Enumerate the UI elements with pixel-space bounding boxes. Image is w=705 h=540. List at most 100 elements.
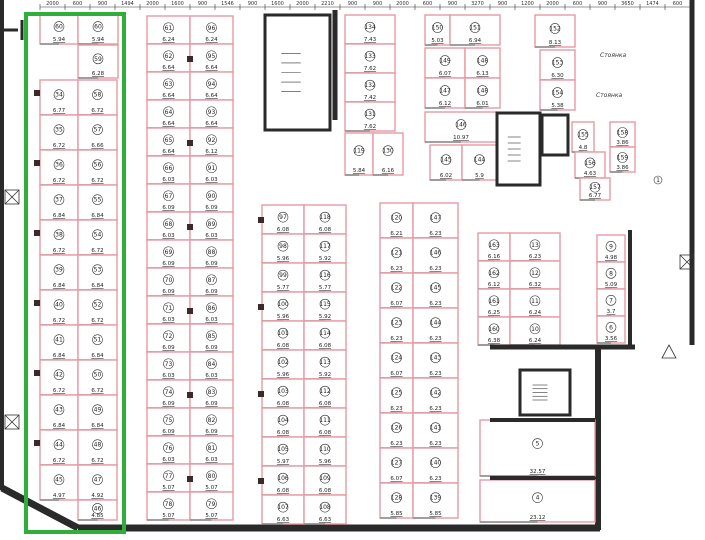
room-number-circle xyxy=(430,387,441,399)
room-outline xyxy=(189,127,234,157)
room-area: 6.72 xyxy=(53,248,65,254)
room-number-circle xyxy=(474,154,485,165)
storage-room: 416.84 xyxy=(39,324,79,361)
room-outline xyxy=(379,377,414,414)
room-number-circle xyxy=(206,330,217,342)
room-area: 5.77 xyxy=(277,285,290,291)
room-outline xyxy=(412,237,459,274)
dimension-label: 900 xyxy=(373,1,383,7)
room-area: 4.97 xyxy=(53,493,66,499)
elevator-symbol xyxy=(679,254,695,270)
room-number: 107 xyxy=(277,504,289,511)
storage-room: 785.07 xyxy=(146,491,191,521)
storage-room: 646.64 xyxy=(146,99,191,129)
column-pillar xyxy=(34,160,40,166)
dimension-label: 1600 xyxy=(171,1,184,7)
dimension-label: 900 xyxy=(98,1,108,7)
storage-room: 406.72 xyxy=(39,289,79,326)
room-number-circle xyxy=(488,295,500,307)
room-number-circle xyxy=(53,89,65,100)
room-area: 6.08 xyxy=(319,430,332,436)
room-area: 6.23 xyxy=(429,476,442,482)
dimension-label: 900 xyxy=(448,1,458,7)
room-area: 6.64 xyxy=(162,121,175,127)
column-pillar xyxy=(187,56,193,62)
room-number-circle xyxy=(277,443,289,455)
room-outline xyxy=(303,262,347,293)
room-number-circle xyxy=(206,78,217,90)
room-number: 111 xyxy=(319,417,331,424)
room-number: 113 xyxy=(319,359,331,366)
room-outline xyxy=(146,379,191,409)
room-number-circle xyxy=(206,190,217,202)
storage-room: 446.72 xyxy=(39,429,79,466)
column-pillar xyxy=(187,392,193,398)
room-area: 5.92 xyxy=(319,256,331,262)
room-area: 7.62 xyxy=(364,66,376,72)
room-area: 6.09 xyxy=(162,401,175,407)
room-area: 6.23 xyxy=(429,406,442,412)
room-area: 6.23 xyxy=(429,266,442,272)
storage-room: 146 6.23 xyxy=(412,237,459,274)
storage-room: 926.12 xyxy=(189,127,234,157)
room-outline xyxy=(77,394,118,431)
room-area: 6.13 xyxy=(476,71,489,77)
room-area: 5.96 xyxy=(277,256,290,262)
room-area: 6.07 xyxy=(390,371,403,377)
room-number: 11 xyxy=(531,298,539,305)
storage-room: 464.85 xyxy=(77,499,118,521)
room-outline xyxy=(379,482,414,519)
room-number: 59 xyxy=(94,56,102,63)
room-area: 6.08 xyxy=(277,488,290,494)
room-number-circle xyxy=(391,352,402,364)
room-number: 6 xyxy=(609,324,613,331)
storage-room: 486.72 xyxy=(77,429,118,466)
room-number: 50 xyxy=(94,372,102,379)
room-area: 6.23 xyxy=(390,441,403,447)
room-outline xyxy=(77,324,118,361)
room-number: 146 xyxy=(430,250,442,257)
room-number: 49 xyxy=(94,407,102,414)
room-number: 58 xyxy=(94,92,102,99)
room-number-circle xyxy=(92,124,103,135)
room-area: 6.23 xyxy=(429,371,442,377)
room-number-circle xyxy=(277,298,289,310)
room-area: 6.03 xyxy=(162,177,175,183)
room-area: 6.84 xyxy=(53,283,66,289)
room-number-circle xyxy=(206,414,217,426)
room-number-circle xyxy=(552,57,563,68)
room-area: 6.08 xyxy=(277,343,290,349)
column-pillar xyxy=(187,476,193,482)
room-outline xyxy=(303,204,347,235)
room-number-circle xyxy=(364,79,376,91)
room-number-circle xyxy=(163,386,174,398)
room-number-circle xyxy=(163,218,174,230)
storage-room: 836.09 xyxy=(189,379,234,409)
room-number: 121 xyxy=(391,250,403,257)
room-number: 99 xyxy=(279,272,287,279)
room-number: 44 xyxy=(55,442,63,449)
storage-room: 426.72 xyxy=(39,359,79,396)
room-number: 93 xyxy=(208,109,216,116)
highlighted-area-outline xyxy=(24,12,126,534)
storage-room: 376.84 xyxy=(39,184,79,221)
elevator-cross xyxy=(4,189,20,205)
storage-room: 876.09 xyxy=(189,267,234,297)
room-number-circle xyxy=(53,404,65,416)
room-area: 3.86 xyxy=(616,165,629,171)
room-number-circle xyxy=(319,501,331,513)
room-area: 6.08 xyxy=(319,401,332,407)
room-outline xyxy=(477,232,511,262)
room-area: 6.01 xyxy=(476,101,488,107)
room-outline xyxy=(146,435,191,465)
room-area: 6.23 xyxy=(429,301,442,307)
storage-room: 616.24 xyxy=(146,15,191,45)
